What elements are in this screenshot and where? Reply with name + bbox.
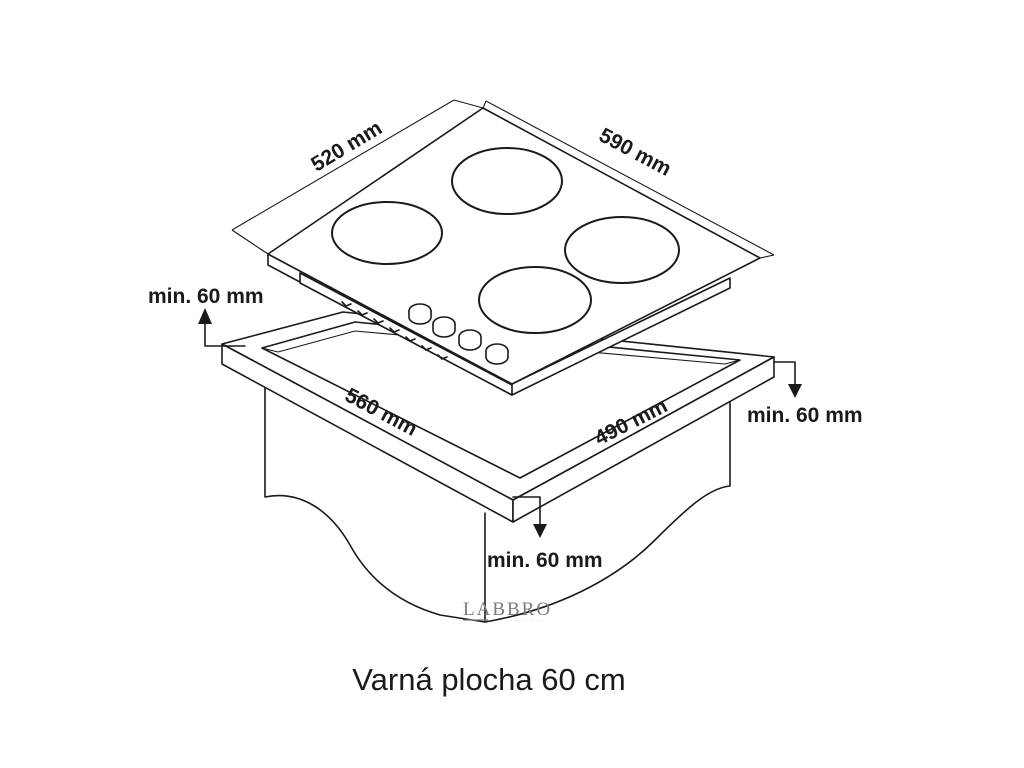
label-clearance-left: min. 60 mm [148,285,264,308]
cooking-zone-right [564,216,680,284]
cabinet-body [264,379,731,623]
cutout-inner-edge [277,330,726,365]
label-clearance-right: min. 60 mm [747,404,863,427]
svg-text:· · · · · · · · · · ·: · · · · · · · · · · · [490,618,543,624]
cutout-inner-edge-3 [724,359,741,365]
label-hob-width: 590 mm [595,124,675,181]
clearance-arrow-left [198,308,246,347]
cooking-zone-front [478,266,592,334]
dimension-lines-hob [231,99,775,259]
clearance-arrow-right [773,361,802,398]
clearance-arrow-front [512,496,547,538]
cooking-zone-left [331,201,443,265]
labbro-logo: LABBRO · · · · · · · · · · · [463,599,552,624]
knob-3-icon [458,329,482,351]
caption: Varná plocha 60 cm [352,662,625,697]
countertop-right-edge [512,356,775,523]
cooking-zone-rear [451,147,563,215]
hob-knobs [408,303,509,365]
hob-vents [341,301,448,360]
knob-2-icon [432,316,456,338]
svg-text:LABBRO: LABBRO [463,599,552,620]
cutout-inner-edge-2 [261,347,279,353]
knob-1-icon [408,303,432,325]
knob-4-icon [485,343,509,365]
label-clearance-front: min. 60 mm [487,549,603,572]
